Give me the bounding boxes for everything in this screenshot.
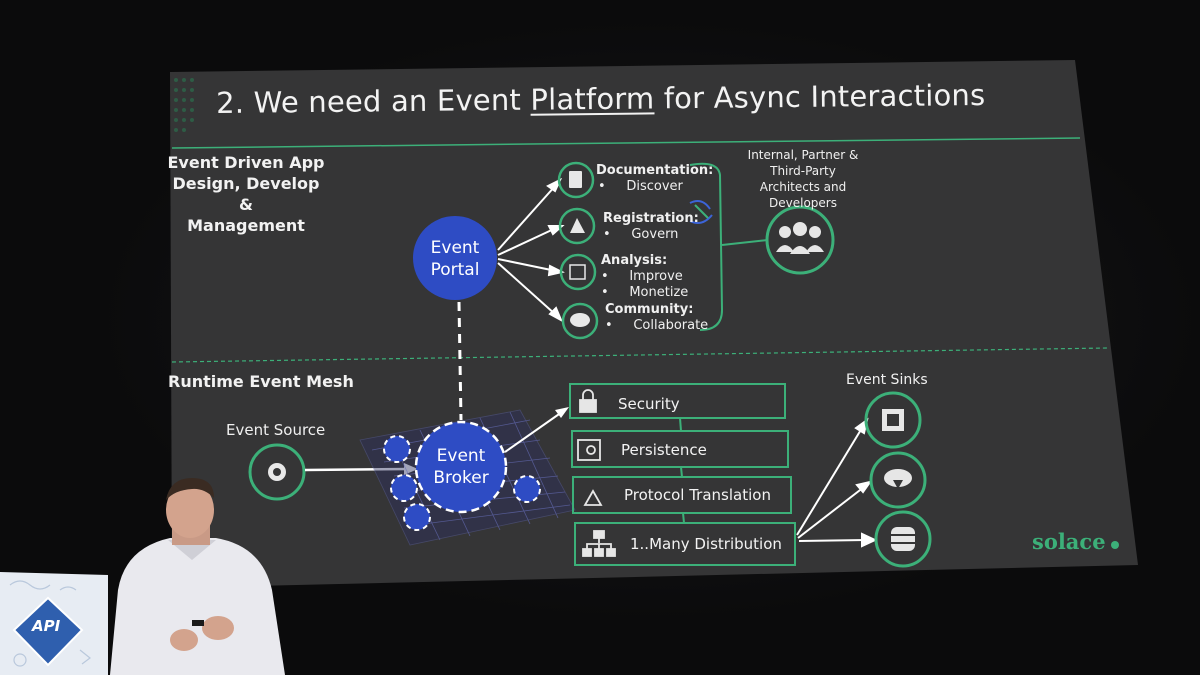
broker-label-line: Broker bbox=[433, 468, 489, 488]
people-icon bbox=[765, 205, 835, 275]
event-broker-label: Event Broker bbox=[421, 445, 501, 489]
feature-item: • Discover bbox=[598, 179, 683, 194]
event-portal-label: Event Portal bbox=[415, 237, 495, 281]
feature-community: Community: • Collaborate bbox=[605, 302, 708, 334]
event-source-icon bbox=[248, 443, 306, 501]
registration-icon bbox=[558, 207, 596, 245]
audience-label: Internal, Partner & Third-Party Architec… bbox=[733, 147, 873, 211]
event-sinks-label: Event Sinks bbox=[846, 372, 928, 388]
feature-documentation: Documentation: • Discover bbox=[596, 163, 713, 195]
title-suffix: for Async Interactions bbox=[654, 77, 986, 116]
solace-logo: solace bbox=[1032, 529, 1106, 554]
slide-surface bbox=[170, 60, 1138, 588]
event-broker-node bbox=[414, 420, 508, 514]
feature-item: • Improve bbox=[601, 269, 683, 284]
presenter bbox=[110, 478, 285, 675]
event-sink-icons bbox=[864, 391, 932, 568]
lock-icon bbox=[579, 399, 597, 413]
portal-label-line: Portal bbox=[430, 260, 480, 280]
feature-icons bbox=[557, 161, 599, 340]
chat-icon bbox=[561, 302, 599, 340]
chart-icon bbox=[559, 253, 597, 291]
feature-heading: Community: bbox=[605, 302, 694, 317]
audience-line: Third-Party bbox=[770, 164, 836, 178]
event-portal-node bbox=[413, 216, 497, 300]
mesh-broker-nodes bbox=[383, 435, 541, 531]
security-box bbox=[569, 383, 786, 419]
distribution-label: 1..Many Distribution bbox=[630, 535, 782, 553]
section-top-line: & bbox=[239, 195, 253, 214]
recycle-icon bbox=[583, 489, 603, 506]
slide-corner-dots bbox=[174, 78, 194, 132]
distribution-box bbox=[574, 522, 796, 566]
audience-line: Architects and bbox=[759, 180, 847, 194]
broker-label-line: Event bbox=[436, 446, 486, 466]
portal-broker-connector bbox=[457, 301, 463, 421]
feature-heading: Analysis: bbox=[601, 253, 668, 268]
cloud-download-icon bbox=[869, 451, 927, 509]
portal-feature-arrows bbox=[497, 177, 565, 323]
safe-icon bbox=[577, 439, 601, 461]
conference-sign bbox=[0, 572, 108, 675]
section-top-line: Design, Develop bbox=[172, 174, 320, 193]
chip-icon bbox=[864, 391, 922, 449]
document-icon bbox=[557, 161, 595, 199]
capability-boxes bbox=[569, 383, 796, 566]
security-label: Security bbox=[618, 395, 680, 413]
feature-heading: Registration: bbox=[603, 211, 699, 226]
persistence-label: Persistence bbox=[621, 441, 707, 459]
title-underlined-word: Platform bbox=[530, 81, 655, 117]
feature-analysis: Analysis: • Improve • Monetize bbox=[601, 253, 688, 301]
section-bottom-label: Runtime Event Mesh bbox=[168, 372, 354, 391]
feature-heading: Documentation: bbox=[596, 163, 714, 178]
title-prefix: 2. We need an Event bbox=[216, 82, 531, 120]
feature-item: • Monetize bbox=[601, 285, 689, 300]
section-top-line: Management bbox=[187, 216, 305, 235]
portal-label-line: Event bbox=[430, 238, 480, 258]
feature-item: • Collaborate bbox=[605, 318, 709, 333]
feature-item: • Govern bbox=[603, 227, 679, 242]
section-top-label: Event Driven App Design, Develop & Manag… bbox=[166, 152, 326, 236]
hierarchy-icon bbox=[582, 530, 616, 557]
audience-line: Developers bbox=[769, 196, 837, 210]
section-divider bbox=[171, 347, 1109, 363]
database-icon bbox=[874, 510, 932, 568]
capability-icons bbox=[577, 389, 616, 557]
title-rule bbox=[171, 137, 1081, 149]
event-source-label: Event Source bbox=[226, 421, 326, 439]
feature-registration: Registration: • Govern bbox=[603, 211, 699, 243]
audience-line: Internal, Partner & bbox=[747, 148, 859, 162]
conference-sign-text: API bbox=[32, 617, 61, 635]
section-top-line: Event Driven App bbox=[167, 153, 325, 172]
features-bracket bbox=[689, 162, 724, 331]
protocol-translation-label: Protocol Translation bbox=[624, 486, 771, 504]
